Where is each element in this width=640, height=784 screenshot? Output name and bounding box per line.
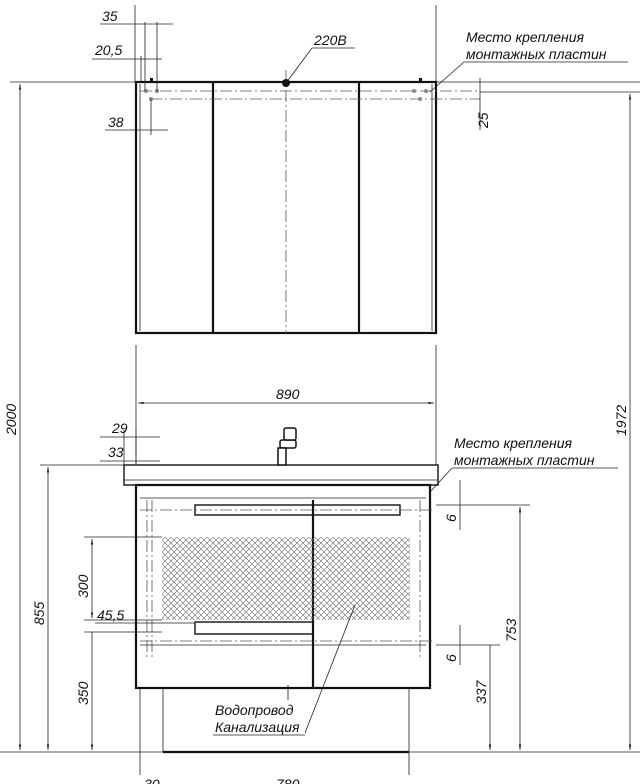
dim-20-5-label: 20,5 xyxy=(94,42,122,58)
dim-780-label: 780 xyxy=(276,776,300,784)
dim-45-5-label: 45,5 xyxy=(97,607,124,623)
plumbing-label-line2: Канализация xyxy=(215,719,300,735)
dim-855-label: 855 xyxy=(31,601,47,625)
dim-2000-label: 2000 xyxy=(3,404,19,436)
mount-label-top-line2: монтажных пластин xyxy=(466,46,607,62)
mount-label-bottom-line1: Место крепления xyxy=(454,435,573,451)
mount-label-bottom-line2: монтажных пластин xyxy=(454,452,595,468)
dim-25-label: 25 xyxy=(475,112,491,129)
dim-300-label: 300 xyxy=(75,574,91,598)
dim-30-label: 30 xyxy=(144,776,160,784)
mount-label-top-line1: Место крепления xyxy=(466,29,585,45)
dim-29-label: 29 xyxy=(111,420,128,436)
dim-6-top-label: 6 xyxy=(443,514,459,522)
dim-337-label: 337 xyxy=(473,679,489,704)
mirror-cabinet xyxy=(134,70,480,335)
top-dimensions xyxy=(92,5,640,135)
dim-38-label: 38 xyxy=(108,114,124,130)
dim-350-label: 350 xyxy=(75,681,91,705)
dim-6-bottom-label: 6 xyxy=(443,654,459,662)
power-label: 220В xyxy=(313,32,347,48)
faucet-icon xyxy=(277,427,297,466)
dim-890-label: 890 xyxy=(276,386,300,402)
vanity-dimensions xyxy=(40,430,618,750)
plumbing-label-line1: Водопровод xyxy=(215,702,294,718)
dim-753-label: 753 xyxy=(503,618,519,642)
dim-1972-label: 1972 xyxy=(613,405,629,436)
dim-33-label: 33 xyxy=(108,444,124,460)
vanity-unit xyxy=(123,345,439,775)
dim-35-label: 35 xyxy=(102,8,118,24)
